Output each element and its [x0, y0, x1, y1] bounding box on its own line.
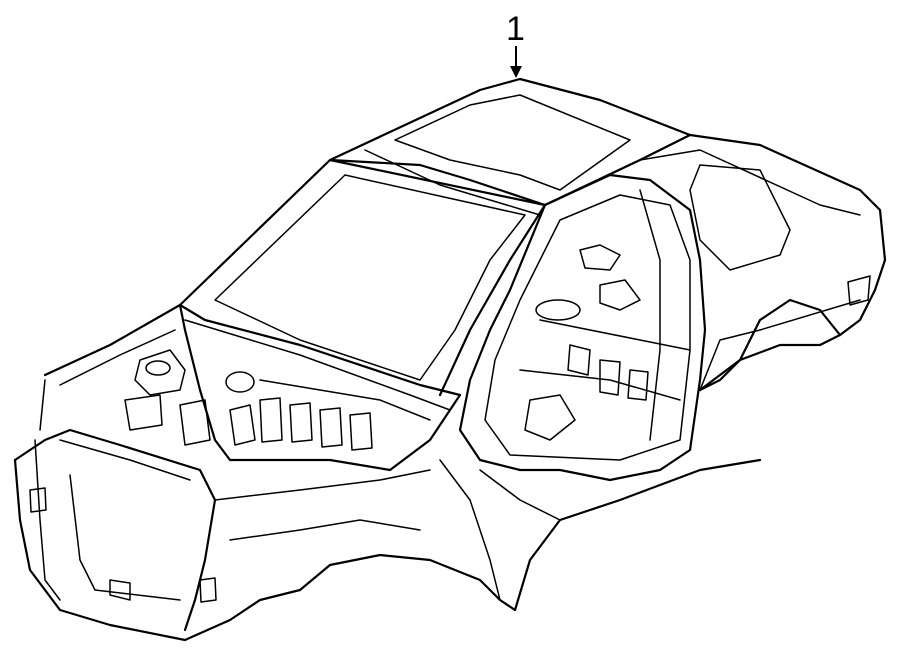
car-body-assembly: [13, 77, 887, 642]
engine-bay: [43, 303, 462, 472]
callout-number: 1: [506, 10, 525, 48]
front-wheel-arch: [298, 553, 517, 612]
roof-panel: [328, 77, 692, 207]
radiator-support: [13, 428, 217, 632]
rear-wheel-arch: [698, 333, 842, 392]
windshield-frame: [178, 158, 547, 397]
front-lower-rail: [13, 458, 302, 642]
callout-arrowhead: [510, 66, 522, 78]
door-opening: [458, 173, 707, 482]
windshield-opening: [214, 174, 526, 381]
callout-1[interactable]: 1: [506, 10, 525, 78]
rear-window-opening: [689, 164, 791, 271]
b-pillar: [639, 189, 661, 441]
floor-plug: [535, 299, 581, 321]
cowl-panel: [178, 303, 462, 397]
strut-tower-left: [134, 349, 186, 396]
quarter-vent: [847, 275, 871, 306]
rear-quarter-panel: [688, 133, 887, 392]
sunroof-opening: [394, 94, 631, 191]
rocker-panel: [513, 458, 762, 612]
strut-tower-right: [225, 371, 255, 393]
